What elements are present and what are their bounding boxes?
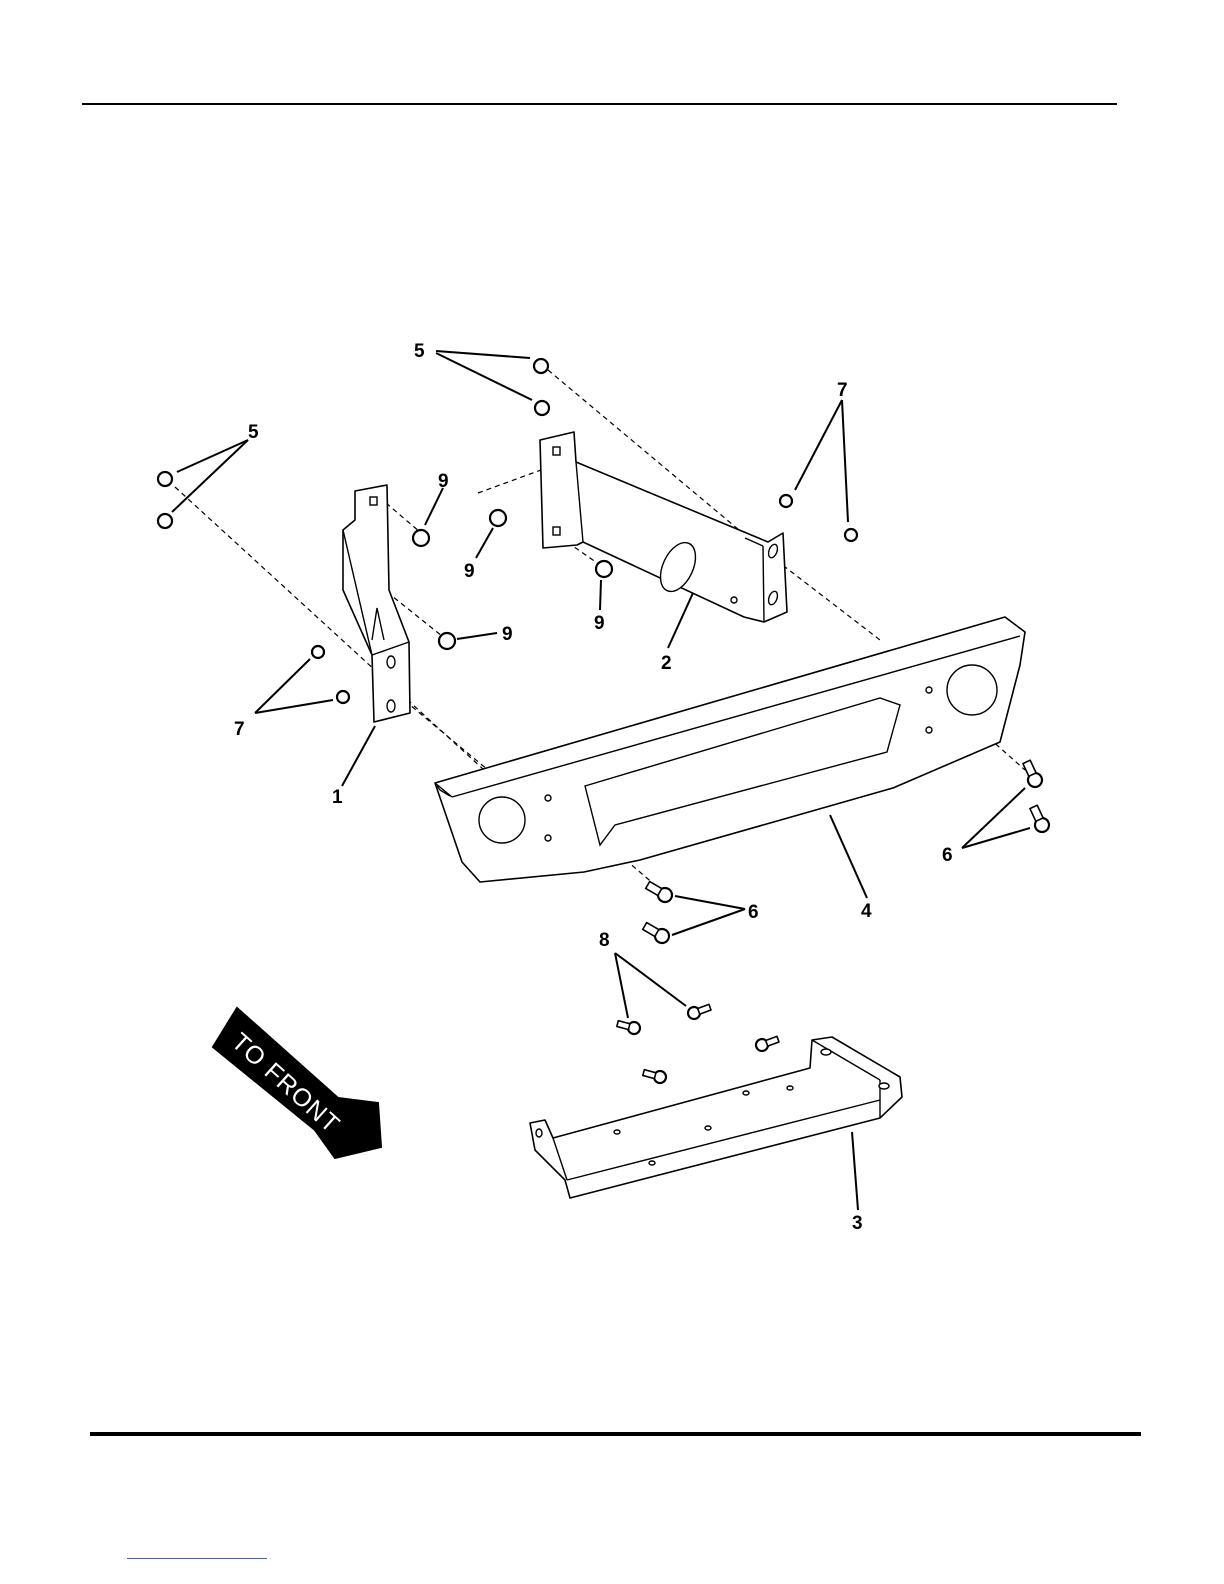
- callout-plate: 4: [861, 901, 872, 922]
- bracket-part-1: [343, 485, 410, 722]
- plate-part-4: [435, 617, 1025, 882]
- callout-nuts-top: 5: [414, 341, 425, 362]
- callout-bolts-center: 6: [748, 902, 759, 923]
- callout-nuts-left: 5: [248, 422, 259, 443]
- callout-nut-c: 9: [594, 613, 605, 634]
- hex-nuts: [158, 359, 857, 703]
- callout-bracket-left: 1: [332, 787, 343, 808]
- direction-arrow-label: TO FRONT: [226, 1028, 345, 1139]
- tray-part-3: [530, 1037, 902, 1198]
- callout-bracket-right: 2: [661, 653, 672, 674]
- footer-rule: [90, 1432, 1141, 1436]
- callout-nut-a: 9: [438, 471, 449, 492]
- bracket-part-2: [540, 432, 787, 622]
- callout-bolts-right: 6: [942, 845, 953, 866]
- callout-bolts-lower: 8: [599, 930, 610, 951]
- callout-nuts-bottom-left: 7: [234, 719, 245, 740]
- callout-nut-d: 9: [502, 624, 513, 645]
- callout-tray: 3: [852, 1213, 863, 1234]
- direction-arrow: TO FRONT: [213, 1008, 381, 1158]
- callout-nuts-right: 7: [837, 380, 848, 401]
- callout-nut-b: 9: [464, 561, 475, 582]
- footer-link-underline: [127, 1558, 267, 1559]
